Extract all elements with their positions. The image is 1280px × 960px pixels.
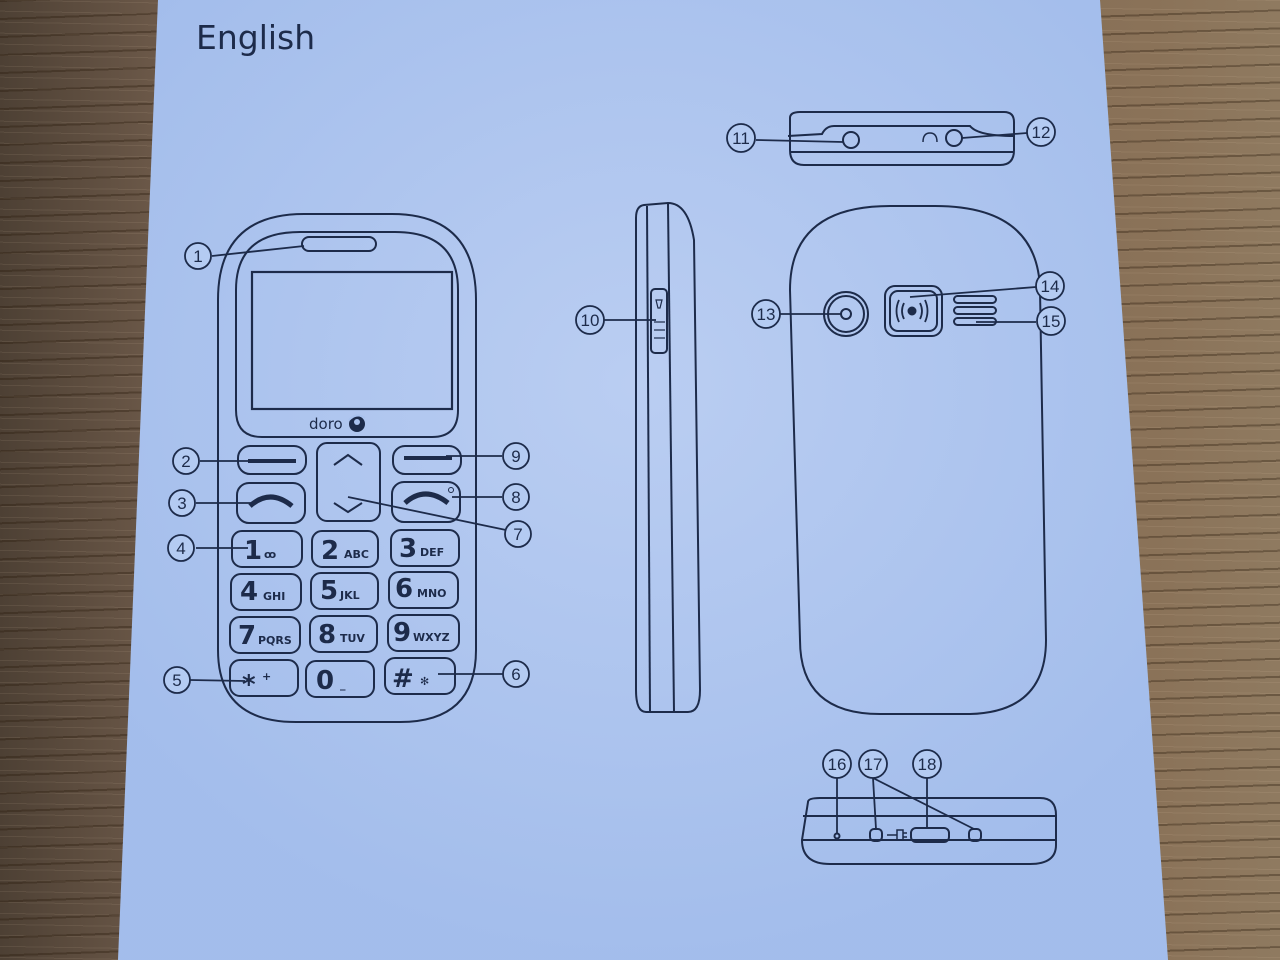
navigation-keys — [316, 442, 381, 522]
key-5: 5 — [320, 576, 338, 606]
callout-numbers: 1 2 3 4 5 6 7 8 9 10 11 12 13 14 15 16 1… — [172, 123, 1060, 774]
callout-16 — [822, 749, 852, 779]
callout-11 — [726, 123, 756, 153]
headset-jack — [945, 129, 963, 147]
callout-8 — [502, 483, 530, 511]
assistance-button — [884, 285, 943, 337]
callout-15 — [1036, 306, 1066, 336]
left-soft-key — [237, 445, 307, 475]
svg-text:8: 8 — [511, 488, 520, 507]
callout-12 — [1026, 117, 1056, 147]
key-3: 3 — [399, 534, 417, 564]
callout-markers — [163, 117, 1066, 779]
svg-text:11: 11 — [732, 129, 750, 148]
headphone-icon — [922, 132, 938, 143]
callout-7 — [504, 520, 532, 548]
loudspeaker-grille — [953, 295, 997, 326]
key-1: 1 — [244, 536, 262, 566]
svg-text:WXYZ: WXYZ — [413, 631, 450, 644]
key-2: 2 — [321, 536, 339, 566]
phone-hangup-icon — [403, 491, 450, 506]
key-0: 0 — [316, 666, 334, 696]
key-4: 4 — [240, 577, 258, 607]
doro-logo-text: doro — [309, 415, 343, 433]
keypad-labels: 1 ꝏ 2 ABC 3 DEF 4 GHI 5 JKL 6 MNO 7 PQRS… — [238, 534, 450, 700]
svg-text:3: 3 — [177, 494, 186, 513]
svg-text:7: 7 — [513, 525, 522, 544]
svg-text:18: 18 — [918, 755, 937, 774]
callout-14 — [1035, 271, 1065, 301]
svg-text:4: 4 — [176, 539, 185, 558]
side-view — [635, 201, 702, 713]
lanyard-hole-right — [968, 828, 982, 842]
callout-5 — [163, 666, 191, 694]
callout-4 — [167, 534, 195, 562]
arrow-up-icon — [333, 453, 363, 466]
bottom-view — [800, 797, 1057, 865]
svg-text:2: 2 — [181, 452, 190, 471]
svg-text:13: 13 — [757, 305, 776, 324]
svg-text:12: 12 — [1032, 123, 1051, 142]
svg-text:ABC: ABC — [344, 548, 369, 561]
callout-6 — [502, 660, 530, 688]
emergency-icon — [907, 306, 917, 316]
voicemail-icon: ꝏ — [264, 548, 276, 561]
callout-18 — [912, 749, 942, 779]
svg-text:DEF: DEF — [420, 546, 444, 559]
micro-usb-port — [842, 131, 860, 149]
phone-call-icon — [248, 494, 294, 508]
svg-text:14: 14 — [1041, 277, 1060, 296]
callout-3 — [168, 489, 196, 517]
callout-leaders — [189, 132, 1037, 834]
charging-cradle-contacts — [910, 827, 950, 843]
svg-text:1: 1 — [193, 247, 202, 266]
svg-text:+: + — [262, 670, 271, 683]
callout-17 — [858, 749, 888, 779]
right-soft-key — [392, 445, 462, 475]
silent-icon: ✻ — [420, 675, 429, 688]
svg-text:5: 5 — [172, 671, 181, 690]
key-6: 6 — [395, 574, 413, 604]
charging-plug-icon — [887, 829, 907, 841]
earpiece — [301, 236, 377, 252]
svg-text:TUV: TUV — [340, 632, 365, 645]
svg-text:16: 16 — [828, 755, 847, 774]
doro-logo-icon — [348, 414, 366, 432]
key-star: * — [242, 670, 256, 700]
page-title: English — [196, 18, 316, 57]
callout-13 — [751, 299, 781, 329]
flashlight-icon — [655, 299, 663, 309]
svg-text:JKL: JKL — [339, 589, 360, 602]
svg-text:10: 10 — [581, 311, 600, 330]
microphone-hole — [833, 832, 841, 840]
key-hash: # — [392, 664, 414, 694]
svg-text:6: 6 — [511, 665, 520, 684]
svg-text:15: 15 — [1042, 312, 1061, 331]
arrow-down-icon — [333, 502, 363, 514]
front-view: doro 1 ꝏ — [217, 213, 477, 723]
top-view — [787, 111, 1015, 166]
callout-10 — [575, 305, 605, 335]
callout-9 — [502, 442, 530, 470]
callout-1 — [184, 242, 212, 270]
back-view — [788, 205, 1048, 715]
svg-text:PQRS: PQRS — [258, 634, 292, 647]
display-screen — [250, 270, 454, 411]
svg-text:_: _ — [340, 678, 346, 691]
svg-text:17: 17 — [864, 755, 883, 774]
key-7: 7 — [238, 621, 256, 651]
key-9: 9 — [393, 618, 411, 648]
svg-text:GHI: GHI — [263, 590, 285, 603]
end-call-key — [391, 481, 461, 523]
callout-2 — [172, 447, 200, 475]
flashlight-switch — [650, 288, 668, 354]
svg-text:9: 9 — [511, 447, 520, 466]
svg-text:MNO: MNO — [417, 587, 447, 600]
key-8: 8 — [318, 620, 336, 650]
